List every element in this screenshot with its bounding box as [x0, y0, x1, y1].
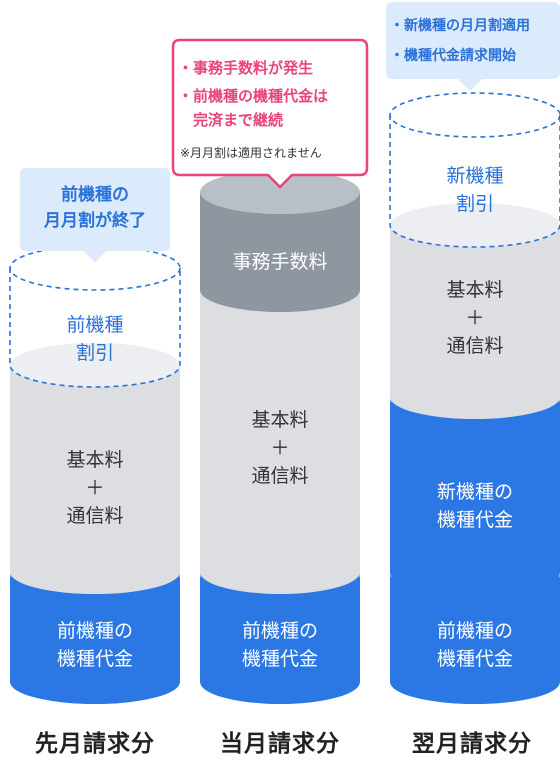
- col3-discount-label: 新機種 割引: [446, 165, 504, 215]
- col2-basic-label: 基本料 ＋ 通信料: [251, 409, 309, 487]
- col1-old-device-label: 前機種の 機種代金: [56, 620, 133, 670]
- col3-gray-top: [390, 203, 560, 247]
- col3-dashed-top: [389, 92, 560, 138]
- col3-old-device-label: 前機種の 機種代金: [436, 620, 513, 670]
- col1-basic-label: 基本料 ＋ 通信料: [66, 449, 124, 527]
- col1-basic-segment: [10, 365, 180, 594]
- col1-gray-top: [10, 343, 180, 387]
- col3-new-device-segment: [390, 400, 560, 594]
- col3-discount-segment: [389, 115, 560, 248]
- col1-old-device-segment: [10, 575, 180, 704]
- col3-bubble-bullet-2: ・機種代金請求開始: [390, 48, 516, 64]
- col2-fee-top: [200, 170, 360, 214]
- col2-old-device-label: 前機種の 機種代金: [241, 620, 318, 670]
- col2-bubble-bullet-1: ・事務手数料が発生: [178, 59, 314, 77]
- col2-bubble-bullet-2: ・前機種の機種代金は 完済まで継続: [178, 87, 329, 129]
- col2-bubble-note: ※月月割は適用されません: [180, 146, 322, 160]
- col2-old-device-segment: [200, 575, 360, 704]
- col1-bubble-text: 前機種の 月月割が終了: [44, 185, 146, 231]
- col1-discount-segment: [9, 268, 181, 388]
- column-next-month: [386, 2, 560, 704]
- col3-bubble: [386, 2, 560, 91]
- col2-fee-segment: [200, 192, 360, 312]
- col1-bubble: [20, 168, 170, 263]
- col1-label: 先月請求分: [35, 731, 155, 757]
- col3-basic-segment: [390, 225, 560, 419]
- col2-fee-label: 事務手数料: [232, 251, 328, 273]
- col2-label: 当月請求分: [220, 731, 340, 757]
- col3-label: 翌月請求分: [412, 731, 532, 757]
- col3-new-device-label: 新機種の 機種代金: [436, 481, 513, 531]
- col3-basic-label: 基本料 ＋ 通信料: [446, 279, 504, 357]
- col2-basic-segment: [200, 290, 360, 594]
- col2-bubble: [171, 38, 369, 189]
- column-this-month: [171, 38, 369, 704]
- column-last-month: [9, 168, 181, 704]
- col1-discount-label: 前機種 割引: [66, 314, 124, 364]
- col3-old-device-segment: [390, 575, 560, 704]
- col3-bubble-bullet-1: ・新機種の月月割適用: [390, 18, 530, 34]
